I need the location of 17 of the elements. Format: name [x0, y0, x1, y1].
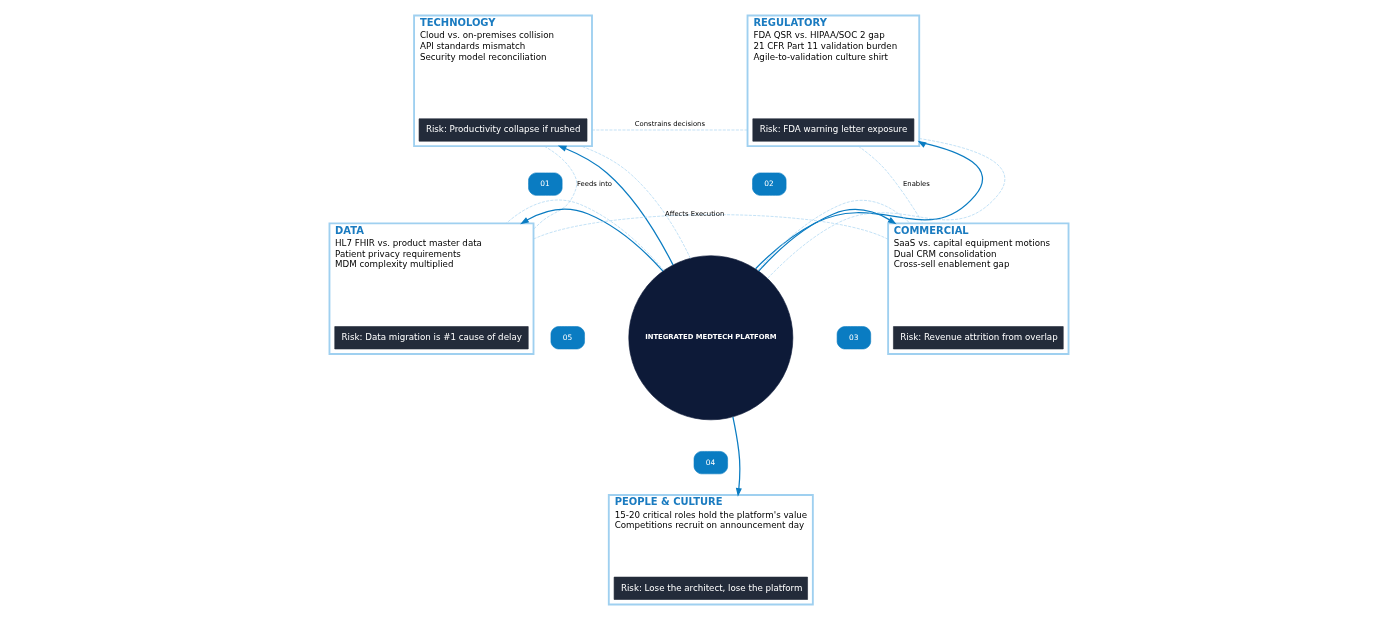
connector: [757, 200, 911, 271]
arrow: [732, 416, 742, 497]
arrow: [520, 208, 664, 272]
node-box: Risk: Data migration is #1 cause of delay: [334, 326, 529, 350]
connector: [505, 199, 665, 271]
connector: [858, 145, 924, 224]
node-box: Risk: FDA warning letter exposure: [752, 118, 915, 142]
arrow: [755, 140, 983, 270]
node-box: Risk: Lose the architect, lose the platform: [613, 576, 808, 600]
node-box: Risk: Revenue attrition from overlap: [893, 326, 1064, 350]
connector: [580, 145, 691, 259]
connector: [533, 214, 889, 240]
connector: [533, 145, 578, 230]
arrow: [557, 145, 674, 266]
arrow: [758, 208, 897, 272]
connector: [767, 138, 1006, 279]
node-box: Risk: Productivity collapse if rushed: [418, 118, 588, 142]
